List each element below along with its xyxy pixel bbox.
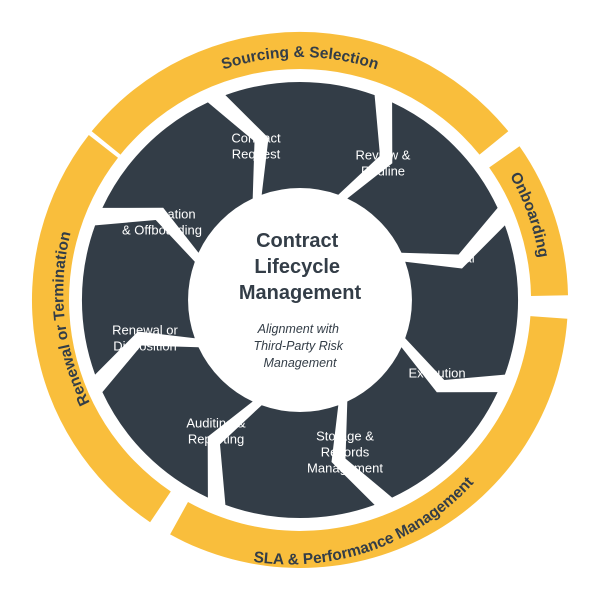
stage-label-line: Execution [408, 366, 465, 381]
hub-title-line: Contract [256, 230, 339, 252]
stage-label-line: Reporting [188, 432, 244, 447]
hub-circle [192, 192, 408, 408]
stage-label-execution: Execution [408, 366, 465, 381]
stage-segment-storage [220, 405, 375, 519]
ring-segment-sourcing [91, 31, 509, 155]
ring-segment-onboarding [489, 146, 568, 296]
hub-subtitle-line: Alignment with [257, 322, 339, 336]
hub-subtitle: Alignment with Third-Party Risk Manageme… [253, 322, 346, 370]
stage-label-line: Records [321, 445, 370, 460]
stage-label-termination: Termination& Offboarding [122, 207, 202, 238]
stage-segment-execution [345, 347, 498, 498]
stage-label-line: Storage & [316, 429, 374, 444]
hub-title-line: Lifecycle [254, 256, 340, 278]
stage-wheel [81, 81, 519, 519]
outer-ring [31, 31, 568, 568]
stage-segment-approval [405, 225, 519, 380]
ring-segment-sla [170, 316, 568, 568]
hub-title-line: Management [239, 282, 362, 304]
stage-segment-contract-request [225, 81, 380, 195]
stage-label-line: Approval [423, 251, 474, 266]
stage-segment-termination [102, 102, 255, 253]
ring-segment-renewal [31, 135, 171, 523]
stage-label-line: Redline [361, 164, 405, 179]
stage-segment-renewal-disposition [81, 220, 195, 375]
center-hub: Contract Lifecycle Management Alignment … [192, 192, 408, 408]
hub-title: Contract Lifecycle Management [239, 230, 362, 304]
stage-label-line: Request [232, 147, 281, 162]
stage-label-line: Disposition [113, 339, 177, 354]
stage-label-auditing: Auditing &Reporting [186, 416, 246, 447]
stage-label-line: Contract [231, 131, 281, 146]
stage-segment-review-redline [347, 102, 498, 255]
hub-subtitle-line: Management [264, 356, 337, 370]
stage-label-line: Renewal or [112, 323, 178, 338]
stage-label-line: Auditing & [186, 416, 246, 431]
hub-subtitle-line: Third-Party Risk [253, 339, 343, 353]
stage-label-review-redline: Review &Redline [356, 148, 411, 179]
stage-label-line: Review & [356, 148, 411, 163]
stage-label-line: Management [307, 461, 383, 476]
stage-segment-auditing [102, 345, 253, 498]
stage-label-approval: Approval [423, 251, 474, 266]
stage-label-line: & Offboarding [122, 223, 202, 238]
stage-label-line: Termination [128, 207, 195, 222]
